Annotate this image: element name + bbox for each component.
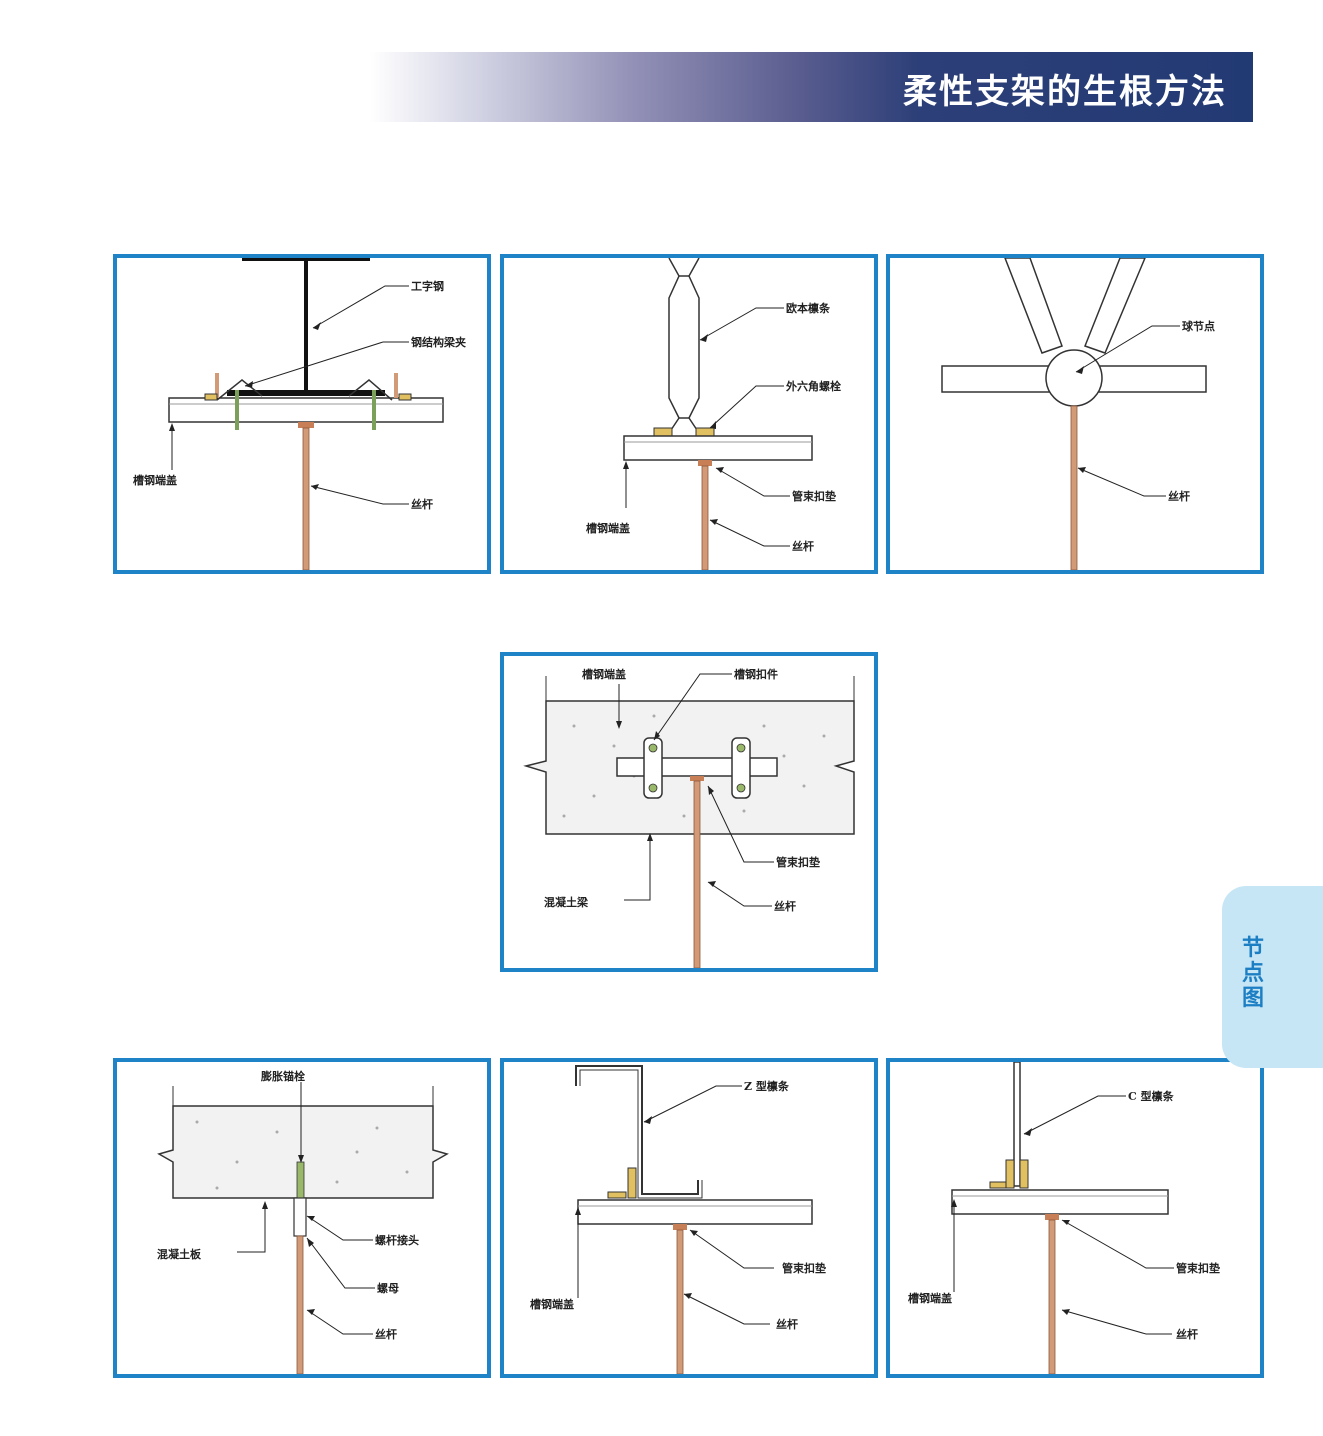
label-channel-end-cap: 槽钢端盖 — [586, 521, 630, 535]
z-purlin-diagram: Z 型檩条 管束扣垫 槽钢端盖 丝杆 — [530, 1065, 826, 1374]
label-timber-purlin: 欧本檩条 — [786, 301, 831, 315]
label-hex-bolt: 外六角螺栓 — [785, 379, 841, 393]
concrete-slab-diagram: 膨胀锚栓 螺杆接头 混凝土板 螺母 丝杆 — [157, 1069, 449, 1374]
label-threaded-rod: 丝杆 — [792, 539, 814, 553]
label-pipe-washer: 管束扣垫 — [776, 855, 820, 869]
c-purlin-diagram: C 型檩条 管束扣垫 槽钢端盖 丝杆 — [908, 1062, 1220, 1374]
label-channel-end-cap: 槽钢端盖 — [530, 1297, 574, 1311]
panel-i-beam: 工字钢 钢结构梁夹 槽钢端盖 丝杆 — [113, 254, 491, 574]
label-threaded-rod: 丝杆 — [1168, 489, 1190, 503]
label-rod-coupler: 螺杆接头 — [375, 1233, 419, 1247]
label-ball-node: 球节点 — [1182, 319, 1215, 333]
panel-concrete-slab: 膨胀锚栓 螺杆接头 混凝土板 螺母 丝杆 — [113, 1058, 491, 1378]
label-threaded-rod: 丝杆 — [375, 1327, 397, 1341]
label-channel-end-cap: 槽钢端盖 — [582, 667, 626, 681]
label-pipe-washer: 管束扣垫 — [782, 1261, 826, 1275]
label-channel-end-cap: 槽钢端盖 — [133, 473, 177, 487]
label-nut: 螺母 — [377, 1281, 399, 1295]
label-i-beam: 工字钢 — [411, 279, 444, 293]
timber-diagram: 欧本檩条 外六角螺栓 管束扣垫 槽钢端盖 丝杆 — [586, 258, 841, 570]
page-title: 柔性支架的生根方法 — [903, 72, 1227, 112]
label-threaded-rod: 丝杆 — [776, 1317, 798, 1331]
side-tab-label: 节点图 — [1241, 936, 1264, 1011]
panel-concrete-beam: 槽钢端盖 槽钢扣件 管束扣垫 混凝土梁 丝杆 — [500, 652, 878, 972]
label-channel-clamp: 槽钢扣件 — [734, 667, 778, 681]
side-tab-node-drawings[interactable]: 节点图 — [1222, 886, 1323, 1068]
concrete-beam-diagram: 槽钢端盖 槽钢扣件 管束扣垫 混凝土梁 丝杆 — [523, 667, 855, 968]
i-beam-diagram: 工字钢 钢结构梁夹 槽钢端盖 丝杆 — [133, 258, 466, 570]
label-concrete-beam: 混凝土梁 — [544, 895, 589, 909]
label-pipe-washer: 管束扣垫 — [1176, 1261, 1220, 1275]
label-expansion-anchor: 膨胀锚栓 — [260, 1069, 305, 1083]
label-threaded-rod: 丝杆 — [411, 497, 433, 511]
label-c-purlin: C 型檩条 — [1128, 1089, 1175, 1103]
label-channel-end-cap: 槽钢端盖 — [908, 1291, 952, 1305]
panel-z-purlin: Z 型檩条 管束扣垫 槽钢端盖 丝杆 — [500, 1058, 878, 1378]
ball-node-diagram: 球节点 丝杆 — [941, 258, 1215, 570]
label-beam-clamp: 钢结构梁夹 — [411, 335, 466, 349]
panel-c-purlin: C 型檩条 管束扣垫 槽钢端盖 丝杆 — [886, 1058, 1264, 1378]
panel-ball-node: 球节点 丝杆 — [886, 254, 1264, 574]
label-pipe-washer: 管束扣垫 — [792, 489, 836, 503]
label-threaded-rod: 丝杆 — [774, 899, 796, 913]
label-threaded-rod: 丝杆 — [1176, 1327, 1198, 1341]
panel-timber-purlin: 欧本檩条 外六角螺栓 管束扣垫 槽钢端盖 丝杆 — [500, 254, 878, 574]
header-banner: 柔性支架的生根方法 — [370, 52, 1253, 122]
label-concrete-slab: 混凝土板 — [157, 1247, 202, 1261]
label-z-purlin: Z 型檩条 — [744, 1079, 790, 1093]
